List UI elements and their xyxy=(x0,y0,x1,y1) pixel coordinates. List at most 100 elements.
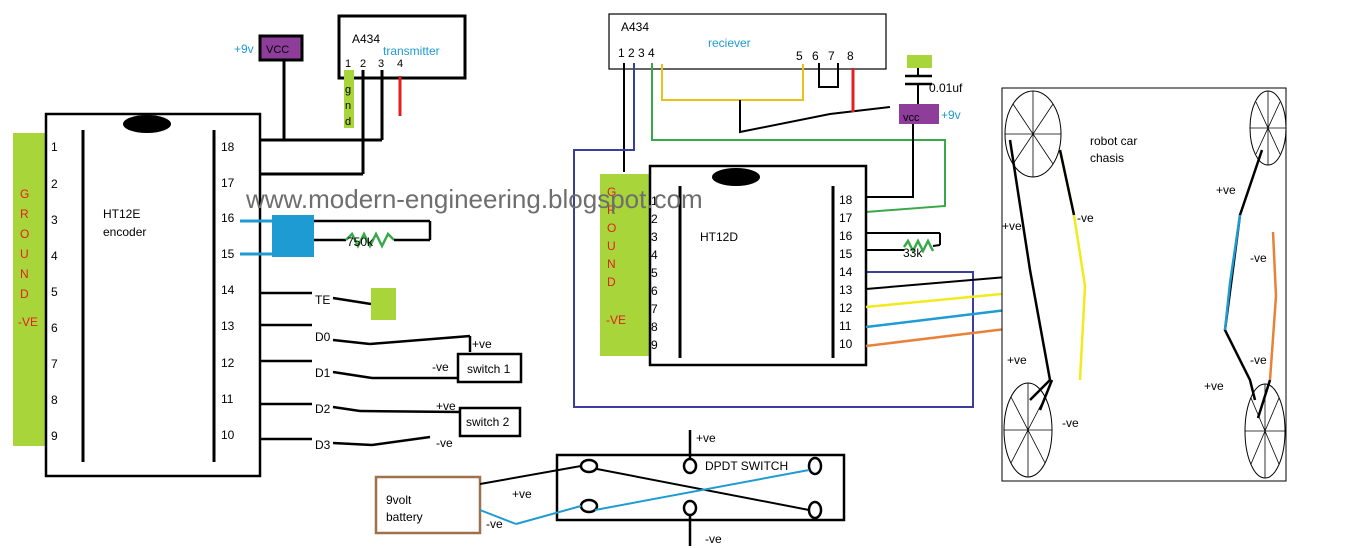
receiver-module: A434 reciever 1 2 3 4 5 6 7 8 xyxy=(608,13,887,70)
encoder-pin-label: 16 xyxy=(221,211,235,225)
encoder-chip-sub: encoder xyxy=(103,225,146,239)
encoder-chip-name: HT12E xyxy=(103,207,140,221)
encoder-resistor-label: 750k xyxy=(347,235,374,249)
robot-label-line1: robot car xyxy=(1090,134,1137,148)
capacitor: 0.01uf xyxy=(905,55,963,104)
encoder-pin-label: 4 xyxy=(51,249,58,263)
wheel-top-left xyxy=(1004,90,1062,178)
vcc-right-label: vcc xyxy=(903,112,920,124)
receiver-wires xyxy=(573,63,974,408)
encoder-pin-label: 2 xyxy=(51,177,58,191)
decoder-pin-label: 1 xyxy=(651,194,658,208)
watermark: www.modern-engineering.blogspot.com xyxy=(245,184,703,214)
encoder-ground-neg: -VE xyxy=(18,315,38,329)
decoder-pin-label: 7 xyxy=(651,302,658,316)
capacitor-label: 0.01uf xyxy=(929,81,963,95)
vcc-left-supply: +9v xyxy=(234,42,254,56)
decoder-ground-bar: G R O U N D -VE xyxy=(600,174,650,356)
data-pin-label: D0 xyxy=(315,330,331,344)
battery-line2: battery xyxy=(386,510,423,524)
data-pin-label: D2 xyxy=(315,402,331,416)
decoder-pin-label: 17 xyxy=(839,211,853,225)
robot-terminal-label: +ve xyxy=(1002,219,1022,233)
battery: 9volt battery +ve -ve xyxy=(374,475,532,535)
transmitter-label: transmitter xyxy=(383,44,440,58)
decoder-resistor-label: 33k xyxy=(903,246,923,260)
encoder-pin-label: 7 xyxy=(51,357,58,371)
switch-1-pos: +ve xyxy=(472,337,492,351)
decoder-ground-letter: U xyxy=(607,239,616,253)
decoder-pin-label: 3 xyxy=(651,230,658,244)
vcc-left-label: VCC xyxy=(266,44,289,56)
transmitter-pin: 1 xyxy=(345,58,351,70)
switch-1: switch 1 +ve -ve xyxy=(432,337,523,384)
switch-1-neg: -ve xyxy=(432,360,449,374)
battery-line1: 9volt xyxy=(386,493,412,507)
decoder-ground-letter: O xyxy=(607,221,616,235)
receiver-label: reciever xyxy=(708,36,751,50)
vcc-right: vcc +9v xyxy=(866,104,961,198)
encoder-pin-label: 17 xyxy=(221,176,235,190)
encoder-data-lines: D0 D1 D2 D3 xyxy=(260,323,472,452)
encoder-pin-label: 18 xyxy=(221,140,235,154)
receiver-name: A434 xyxy=(621,20,649,34)
transmitter-pin: 2 xyxy=(360,58,366,70)
transmitter-gnd-letter: g xyxy=(345,84,351,96)
decoder-pin-label: 5 xyxy=(651,266,658,280)
robot-label-line2: chasis xyxy=(1090,151,1124,165)
vcc-left: +9v VCC xyxy=(234,34,382,142)
encoder-pin-label: 6 xyxy=(51,321,58,335)
decoder-pin-label: 16 xyxy=(839,229,853,243)
robot-terminal-label: -ve xyxy=(1062,416,1079,430)
decoder-pin-label: 9 xyxy=(651,338,658,352)
robot-terminal-label: -ve xyxy=(1250,251,1267,265)
receiver-pin: 6 xyxy=(812,49,819,63)
battery-neg: -ve xyxy=(486,517,503,531)
te-label: TE xyxy=(315,293,330,307)
robot-terminal-label: -ve xyxy=(1250,353,1267,367)
transmitter-pin: 4 xyxy=(397,58,403,70)
encoder-ground-letter: G xyxy=(20,187,29,201)
dpdt-label: DPDT SWITCH xyxy=(705,459,788,473)
encoder-pin-label: 1 xyxy=(51,140,58,154)
decoder-pin-label: 2 xyxy=(651,212,658,226)
decoder-chip-name: HT12D xyxy=(700,230,738,244)
decoder-right-pins: 18 17 16 15 14 13 12 11 10 xyxy=(839,193,853,351)
decoder-pin-label: 13 xyxy=(839,283,853,297)
decoder-pin-label: 8 xyxy=(651,320,658,334)
robot-terminal-label: +ve xyxy=(1204,379,1224,393)
encoder-left-pins: 1 2 3 4 5 6 7 8 9 xyxy=(51,140,58,443)
dpdt-pos: +ve xyxy=(696,431,716,445)
dpdt-switch: DPDT SWITCH +ve -ve xyxy=(479,430,846,546)
decoder-oscillator: 33k xyxy=(866,232,941,260)
encoder-ground-letter: R xyxy=(20,207,29,221)
encoder-pin-label: 3 xyxy=(51,213,58,227)
encoder-pin-label: 13 xyxy=(221,319,235,333)
vcc-right-supply: +9v xyxy=(941,108,961,122)
receiver-pin: 8 xyxy=(847,49,854,63)
encoder-te: TE xyxy=(260,288,396,320)
robot-chassis: robot car chasis xyxy=(1001,87,1287,482)
receiver-pin: 7 xyxy=(828,49,835,63)
robot-terminal-label: +ve xyxy=(1216,183,1236,197)
decoder-pin-label: 18 xyxy=(839,193,853,207)
decoder-pin-label: 12 xyxy=(839,301,853,315)
decoder-pin-label: 10 xyxy=(839,337,853,351)
encoder-pin-label: 11 xyxy=(221,392,234,406)
transmitter-module: A434 transmitter 1 2 3 4 g n d xyxy=(260,14,467,176)
encoder-ground-letter: U xyxy=(20,247,29,261)
encoder-pin-label: 15 xyxy=(221,247,235,261)
decoder-pin-label: 11 xyxy=(839,319,852,333)
encoder-pin-label: 12 xyxy=(221,356,235,370)
wheel-top-right xyxy=(1249,90,1287,166)
dpdt-neg: -ve xyxy=(705,532,722,546)
encoder-pin-label: 9 xyxy=(51,429,58,443)
decoder-ground-letter: R xyxy=(607,203,616,217)
transmitter-pin: 3 xyxy=(378,58,384,70)
decoder-pin-label: 14 xyxy=(839,265,853,279)
wheel-bottom-left xyxy=(1003,382,1053,478)
encoder-ground-letter: N xyxy=(20,267,29,281)
switch-2-neg: -ve xyxy=(436,436,453,450)
encoder-ground-letter: D xyxy=(20,287,29,301)
